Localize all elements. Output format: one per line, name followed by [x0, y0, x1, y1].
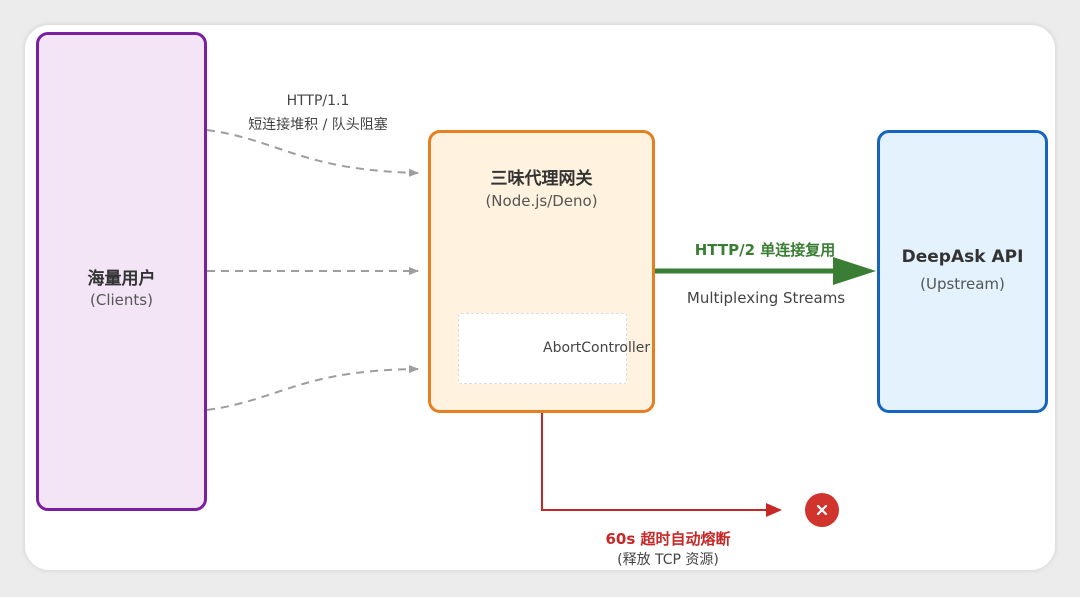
gateway-subtitle: (Node.js/Deno): [485, 192, 598, 210]
release-resource-label: (释放 TCP 资源): [617, 552, 719, 568]
clients-title: 海量用户: [87, 269, 156, 289]
gateway-title: 三味代理网关: [490, 169, 593, 189]
timeout-arrowhead: [766, 503, 782, 517]
clients-node: 海量用户 (Clients): [36, 32, 207, 511]
api-node: DeepAsk API (Upstream): [877, 130, 1048, 413]
clients-subtitle: (Clients): [90, 291, 153, 309]
timeout-line: [541, 384, 768, 511]
multiplexing-label: Multiplexing Streams: [686, 289, 846, 307]
close-icon-cross: [816, 504, 828, 516]
timeout-label: 60s 超时自动熔断: [605, 530, 731, 548]
abort-controller-label: AbortController: [543, 340, 651, 356]
http2-label: HTTP/2 单连接复用: [694, 241, 836, 259]
client-gateway-arrow-bottom: [206, 365, 419, 411]
http2-arrowhead: [833, 257, 876, 285]
api-title: DeepAsk API: [901, 247, 1024, 267]
blocking-note-label: 短连接堆积 / 队头阻塞: [248, 117, 388, 133]
api-subtitle: (Upstream): [920, 275, 1005, 293]
http11-label: HTTP/1.1: [286, 93, 350, 109]
abort-controller-node: AbortController: [458, 313, 650, 384]
client-gateway-arrow-top: [206, 129, 419, 177]
